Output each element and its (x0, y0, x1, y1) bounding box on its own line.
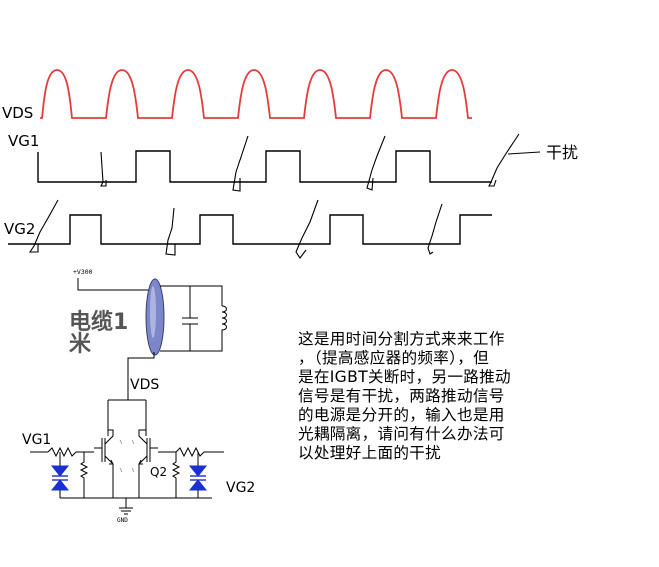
igbt-body-markers (119, 439, 135, 473)
supply-wire (77, 278, 154, 291)
gnd-label: GND (117, 517, 128, 524)
vg2-waveform (8, 214, 492, 245)
cable-highlight (150, 286, 156, 338)
waveform-panel: VDS VG1 干扰 VG2 (2, 69, 578, 259)
igbt-q1 (94, 429, 114, 498)
vg1-input-label: VG1 (22, 432, 51, 448)
circuit-diagram: +V300 电缆1 米 VDS Q2 (22, 268, 255, 524)
igbt-q2 (138, 429, 158, 498)
vg2-diode-stack (188, 452, 208, 498)
vg2-wave-label: VG2 (4, 220, 35, 238)
question-line: 的电源是分开的，输入也是用 (298, 406, 505, 424)
vds-node-label: VDS (130, 377, 159, 393)
vg2-gate-wire (158, 446, 224, 458)
vg1-glitches (100, 133, 541, 192)
vg2-glitches (28, 199, 443, 259)
vg1-diode-stack (50, 452, 70, 498)
switch-bus (107, 399, 147, 436)
question-text: 这是用时间分割方式来来工作 ，（提高感应器的频率），但 是在IGBT关断时，另一… (298, 330, 558, 463)
vds-wave-label: VDS (2, 104, 33, 122)
question-line: 是在IGBT关断时，另一路推动 (298, 368, 511, 386)
supply-label: +V300 (73, 268, 93, 276)
question-line: ，（提高感应器的频率），但 (298, 349, 490, 367)
load-network (160, 285, 227, 352)
interference-label: 干扰 (546, 143, 578, 162)
drain-wire (127, 352, 155, 400)
vg2-input-label: VG2 (226, 480, 255, 496)
vg1-wave-label: VG1 (8, 132, 39, 150)
vds-waveform (40, 69, 472, 119)
q2-label: Q2 (150, 465, 167, 479)
vg1-resistor (79, 452, 89, 498)
question-line: 这是用时间分割方式来来工作 (298, 330, 505, 348)
vg1-waveform (37, 150, 492, 183)
vg1-gate-wire (30, 446, 94, 458)
question-line: 光耦隔离，请问有什么办法可 (298, 425, 505, 443)
question-line: 以处理好上面的干扰 (298, 444, 442, 462)
ground-rail (60, 497, 212, 515)
question-line: 信号是有干扰，两路推动信号 (298, 387, 505, 405)
cable-label-line2: 米 (69, 332, 92, 357)
cable-label-line1: 电缆1 (69, 309, 128, 335)
vg2-resistor (171, 452, 181, 498)
